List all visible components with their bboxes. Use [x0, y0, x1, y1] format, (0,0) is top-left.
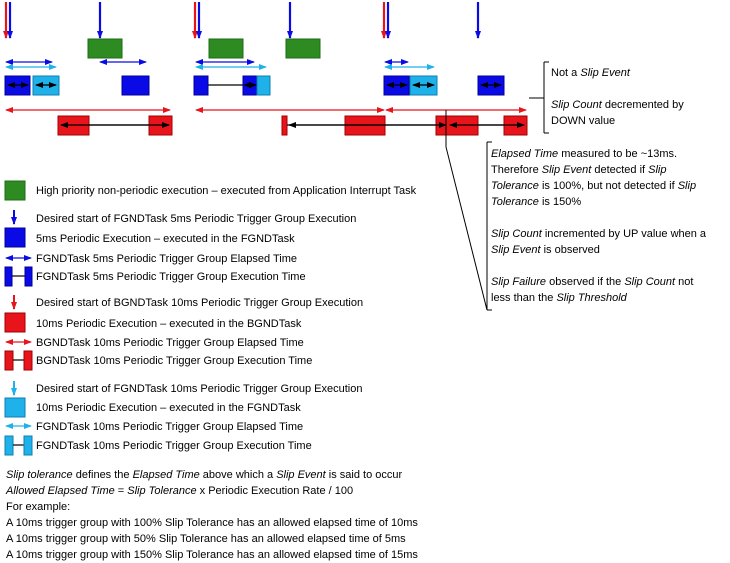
callout-top: Not a Slip Event Slip Count decremented … — [551, 67, 684, 127]
svg-text:Slip tolerance defines the Ela: Slip tolerance defines the Elapsed Time … — [6, 469, 402, 481]
notes: Slip tolerance defines the Elapsed Time … — [5, 469, 418, 561]
legend-blue-box-label: 5ms Periodic Execution – executed in the… — [36, 233, 295, 245]
trigger-arrow-red-blue-3 — [192, 2, 202, 39]
svg-text:Slip Count decremented by: Slip Count decremented by — [551, 99, 684, 111]
svg-text:less than the Slip Threshold: less than the Slip Threshold — [491, 292, 628, 304]
callout-brackets — [445, 61, 549, 311]
callout-main: Elapsed Time measured to be ~13ms. There… — [491, 148, 707, 304]
svg-text:For example:: For example: — [6, 501, 70, 513]
svg-text:A 10ms trigger group with 150%: A 10ms trigger group with 150% Slip Tole… — [6, 549, 418, 561]
legend-blue-exec-label: FGNDTask 5ms Periodic Trigger Group Exec… — [36, 271, 306, 283]
trigger-arrow-red-blue-5 — [381, 2, 391, 39]
legend-red-swatch — [4, 312, 26, 333]
main-callout-leader — [445, 110, 488, 311]
legend-lightblue-arrow-label: Desired start of FGNDTask 10ms Periodic … — [36, 383, 362, 395]
legend-green-label: High priority non-periodic execution – e… — [36, 185, 417, 197]
legend-green-swatch — [4, 180, 26, 201]
legend-red-elapsed-label: BGNDTask 10ms Periodic Trigger Group Ela… — [36, 337, 304, 349]
legend-lightblue-box-label: 10ms Periodic Execution – executed in th… — [36, 402, 301, 414]
legend-red-arrow-label: Desired start of BGNDTask 10ms Periodic … — [36, 297, 363, 309]
svg-text:Therefore Slip Event detected: Therefore Slip Event detected if Slip — [491, 164, 667, 176]
fgnd-execution-row — [4, 75, 505, 96]
svg-text:Slip Failure observed if the S: Slip Failure observed if the Slip Count … — [491, 276, 693, 288]
trigger-arrows — [3, 2, 481, 39]
svg-text:DOWN value: DOWN value — [551, 115, 615, 127]
lightblue-block — [256, 75, 271, 96]
legend-blue-arrow-label: Desired start of FGNDTask 5ms Periodic T… — [36, 213, 356, 225]
green-block-1 — [87, 38, 123, 59]
svg-text:Slip Event is observed: Slip Event is observed — [491, 244, 600, 256]
legend-lightblue-exec-icon — [4, 435, 33, 456]
svg-text:Tolerance is 150%: Tolerance is 150% — [491, 196, 581, 208]
legend-lightblue-exec-label: FGNDTask 10ms Periodic Trigger Group Exe… — [36, 440, 312, 452]
legend-red-box-label: 10ms Periodic Execution – executed in th… — [36, 318, 302, 330]
blue-block — [193, 75, 209, 96]
legend-red-exec-label: BGNDTask 10ms Periodic Trigger Group Exe… — [36, 355, 312, 367]
svg-text:Allowed Elapsed Time = Slip To: Allowed Elapsed Time = Slip Tolerance x … — [5, 485, 353, 497]
legend-blue-exec-icon — [4, 266, 33, 287]
legend-blue-swatch — [4, 227, 26, 248]
interrupt-blocks — [87, 38, 321, 59]
legend-lightblue-swatch — [4, 397, 26, 418]
legend-blue-elapsed-label: FGNDTask 5ms Periodic Trigger Group Elap… — [36, 253, 297, 265]
bgnd-execution-row — [57, 115, 528, 136]
svg-text:A 10ms trigger group with 100%: A 10ms trigger group with 100% Slip Tole… — [6, 517, 418, 529]
svg-text:Tolerance is 100%, but not det: Tolerance is 100%, but not detected if S… — [491, 180, 696, 192]
svg-text:Slip Count incremented by UP v: Slip Count incremented by UP value when … — [491, 228, 707, 240]
svg-text:Not a Slip Event: Not a Slip Event — [551, 67, 631, 79]
green-block-2 — [208, 38, 244, 59]
svg-text:Elapsed Time measured to be ~1: Elapsed Time measured to be ~13ms. — [491, 148, 677, 160]
trigger-arrow-red-blue-1 — [3, 2, 13, 39]
legend-lightblue-elapsed-label: FGNDTask 10ms Periodic Trigger Group Ela… — [36, 421, 303, 433]
green-block-3 — [285, 38, 321, 59]
svg-text:A 10ms trigger group with 50%: A 10ms trigger group with 50% Slip Toler… — [6, 533, 406, 545]
legend: High priority non-periodic execution – e… — [4, 180, 417, 456]
blue-block — [121, 75, 150, 96]
red-block — [281, 115, 288, 136]
legend-red-exec-icon — [4, 350, 33, 371]
